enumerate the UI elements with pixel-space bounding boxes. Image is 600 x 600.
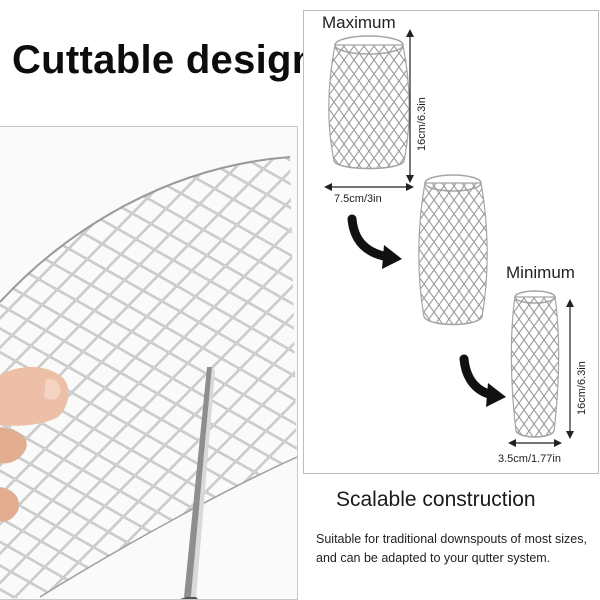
maximum-height-label: 16cm/6.3in [416,97,428,151]
section-title: Scalable construction [336,488,536,511]
mesh-sheet-illustration [0,127,297,599]
minimum-strainer [510,290,560,438]
maximum-strainer [328,35,410,170]
minimum-height-dimension [566,299,574,439]
maximum-label: Maximum [322,13,396,32]
middle-strainer [418,174,488,326]
minimum-height-label: 16cm/6.3in [576,361,588,415]
size-diagram: Maximum 16cm/6.3in 7.5cm/3in Minimum 16c… [303,10,599,474]
maximum-width-label: 7.5cm/3in [334,193,382,205]
minimum-width-label: 3.5cm/1.77in [498,453,561,465]
maximum-height-dimension [406,29,414,183]
hand-icon [0,366,69,522]
maximum-width-dimension [324,183,414,191]
curved-arrow-icon [347,214,402,269]
scissors-icon [180,367,215,599]
section-description: Suitable for traditional downspouts of m… [316,532,587,565]
minimum-label: Minimum [506,263,575,282]
mesh-cutting-photo [0,126,298,600]
size-diagram-graphics [324,29,574,447]
minimum-width-dimension [508,439,562,447]
curved-arrow-icon [459,354,506,407]
headline: Cuttable design [12,38,317,82]
